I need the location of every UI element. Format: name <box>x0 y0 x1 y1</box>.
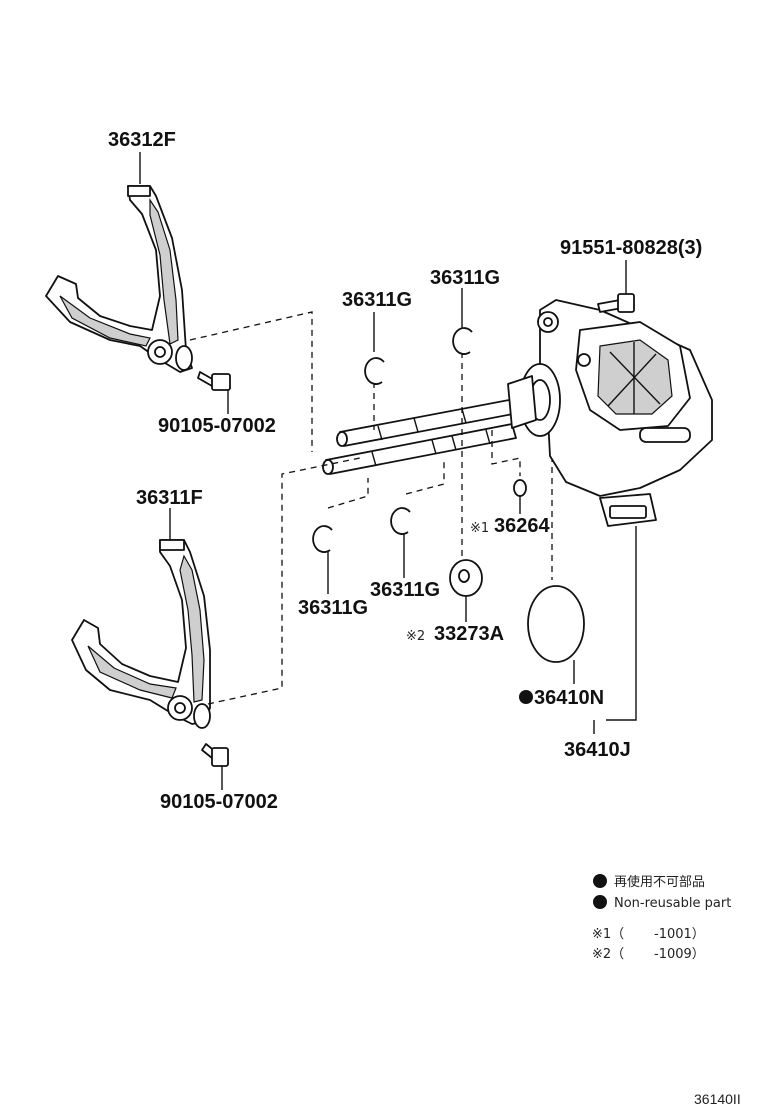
legend-nonreusable-jp: 再使用不可部品 <box>614 874 705 890</box>
legend-nonreusable-en: Non-reusable part <box>614 896 731 911</box>
legend-note2-mark: ※2（ <box>592 947 624 962</box>
label-oring-part: 36410N <box>534 687 604 709</box>
bolt-upper <box>197 371 231 391</box>
label-ring-bottom-left: 36311G <box>298 597 368 619</box>
figure-id: 36140II <box>694 1091 741 1107</box>
shift-fork-lower <box>71 539 211 729</box>
ball-36264 <box>513 479 527 497</box>
label-bolt-actuator: 91551-80828(3) <box>560 237 702 259</box>
nonreusable-dot-36410n <box>519 690 533 704</box>
legend-note1-mark: ※1（ <box>592 927 624 942</box>
label-fork-lower: 36311F <box>136 487 203 509</box>
shift-fork-upper <box>45 185 193 373</box>
washer-33273a <box>449 559 483 597</box>
label-bolt-upper: 90105-07002 <box>158 415 276 437</box>
snap-ring-bottom-left <box>312 525 333 553</box>
label-actuator-part: 36410J <box>564 739 631 761</box>
label-washer-part: 33273A <box>434 623 504 645</box>
label-ball-mark: ※1 <box>470 521 489 536</box>
legend-dot-en <box>593 895 607 909</box>
legend-note2-range: -1009） <box>654 947 705 962</box>
snap-ring-top-right <box>452 327 473 355</box>
legend-note1-range: -1001） <box>654 927 705 942</box>
actuator-assembly <box>507 299 713 527</box>
label-ball-part: 36264 <box>494 515 550 537</box>
legend: 再使用不可部品 Non-reusable part ※1（ -1001） ※2（… <box>592 874 731 962</box>
label-ring-top-left: 36311G <box>342 289 412 311</box>
bolt-actuator <box>597 293 635 313</box>
snap-ring-top-left <box>364 357 385 385</box>
o-ring-36410n <box>527 585 585 663</box>
legend-dot-jp <box>593 874 607 888</box>
label-bolt-lower: 90105-07002 <box>160 791 278 813</box>
label-fork-upper: 36312F <box>108 129 176 151</box>
label-washer-mark: ※2 <box>406 629 425 644</box>
snap-ring-bottom-mid <box>390 507 411 535</box>
shift-shaft-upper <box>336 395 535 447</box>
label-ring-top-right: 36311G <box>430 267 500 289</box>
label-ring-bottom-mid: 36311G <box>370 579 440 601</box>
bolt-lower <box>201 743 229 767</box>
dashed-leaders <box>189 311 597 705</box>
shift-shaft-lower <box>322 423 517 475</box>
